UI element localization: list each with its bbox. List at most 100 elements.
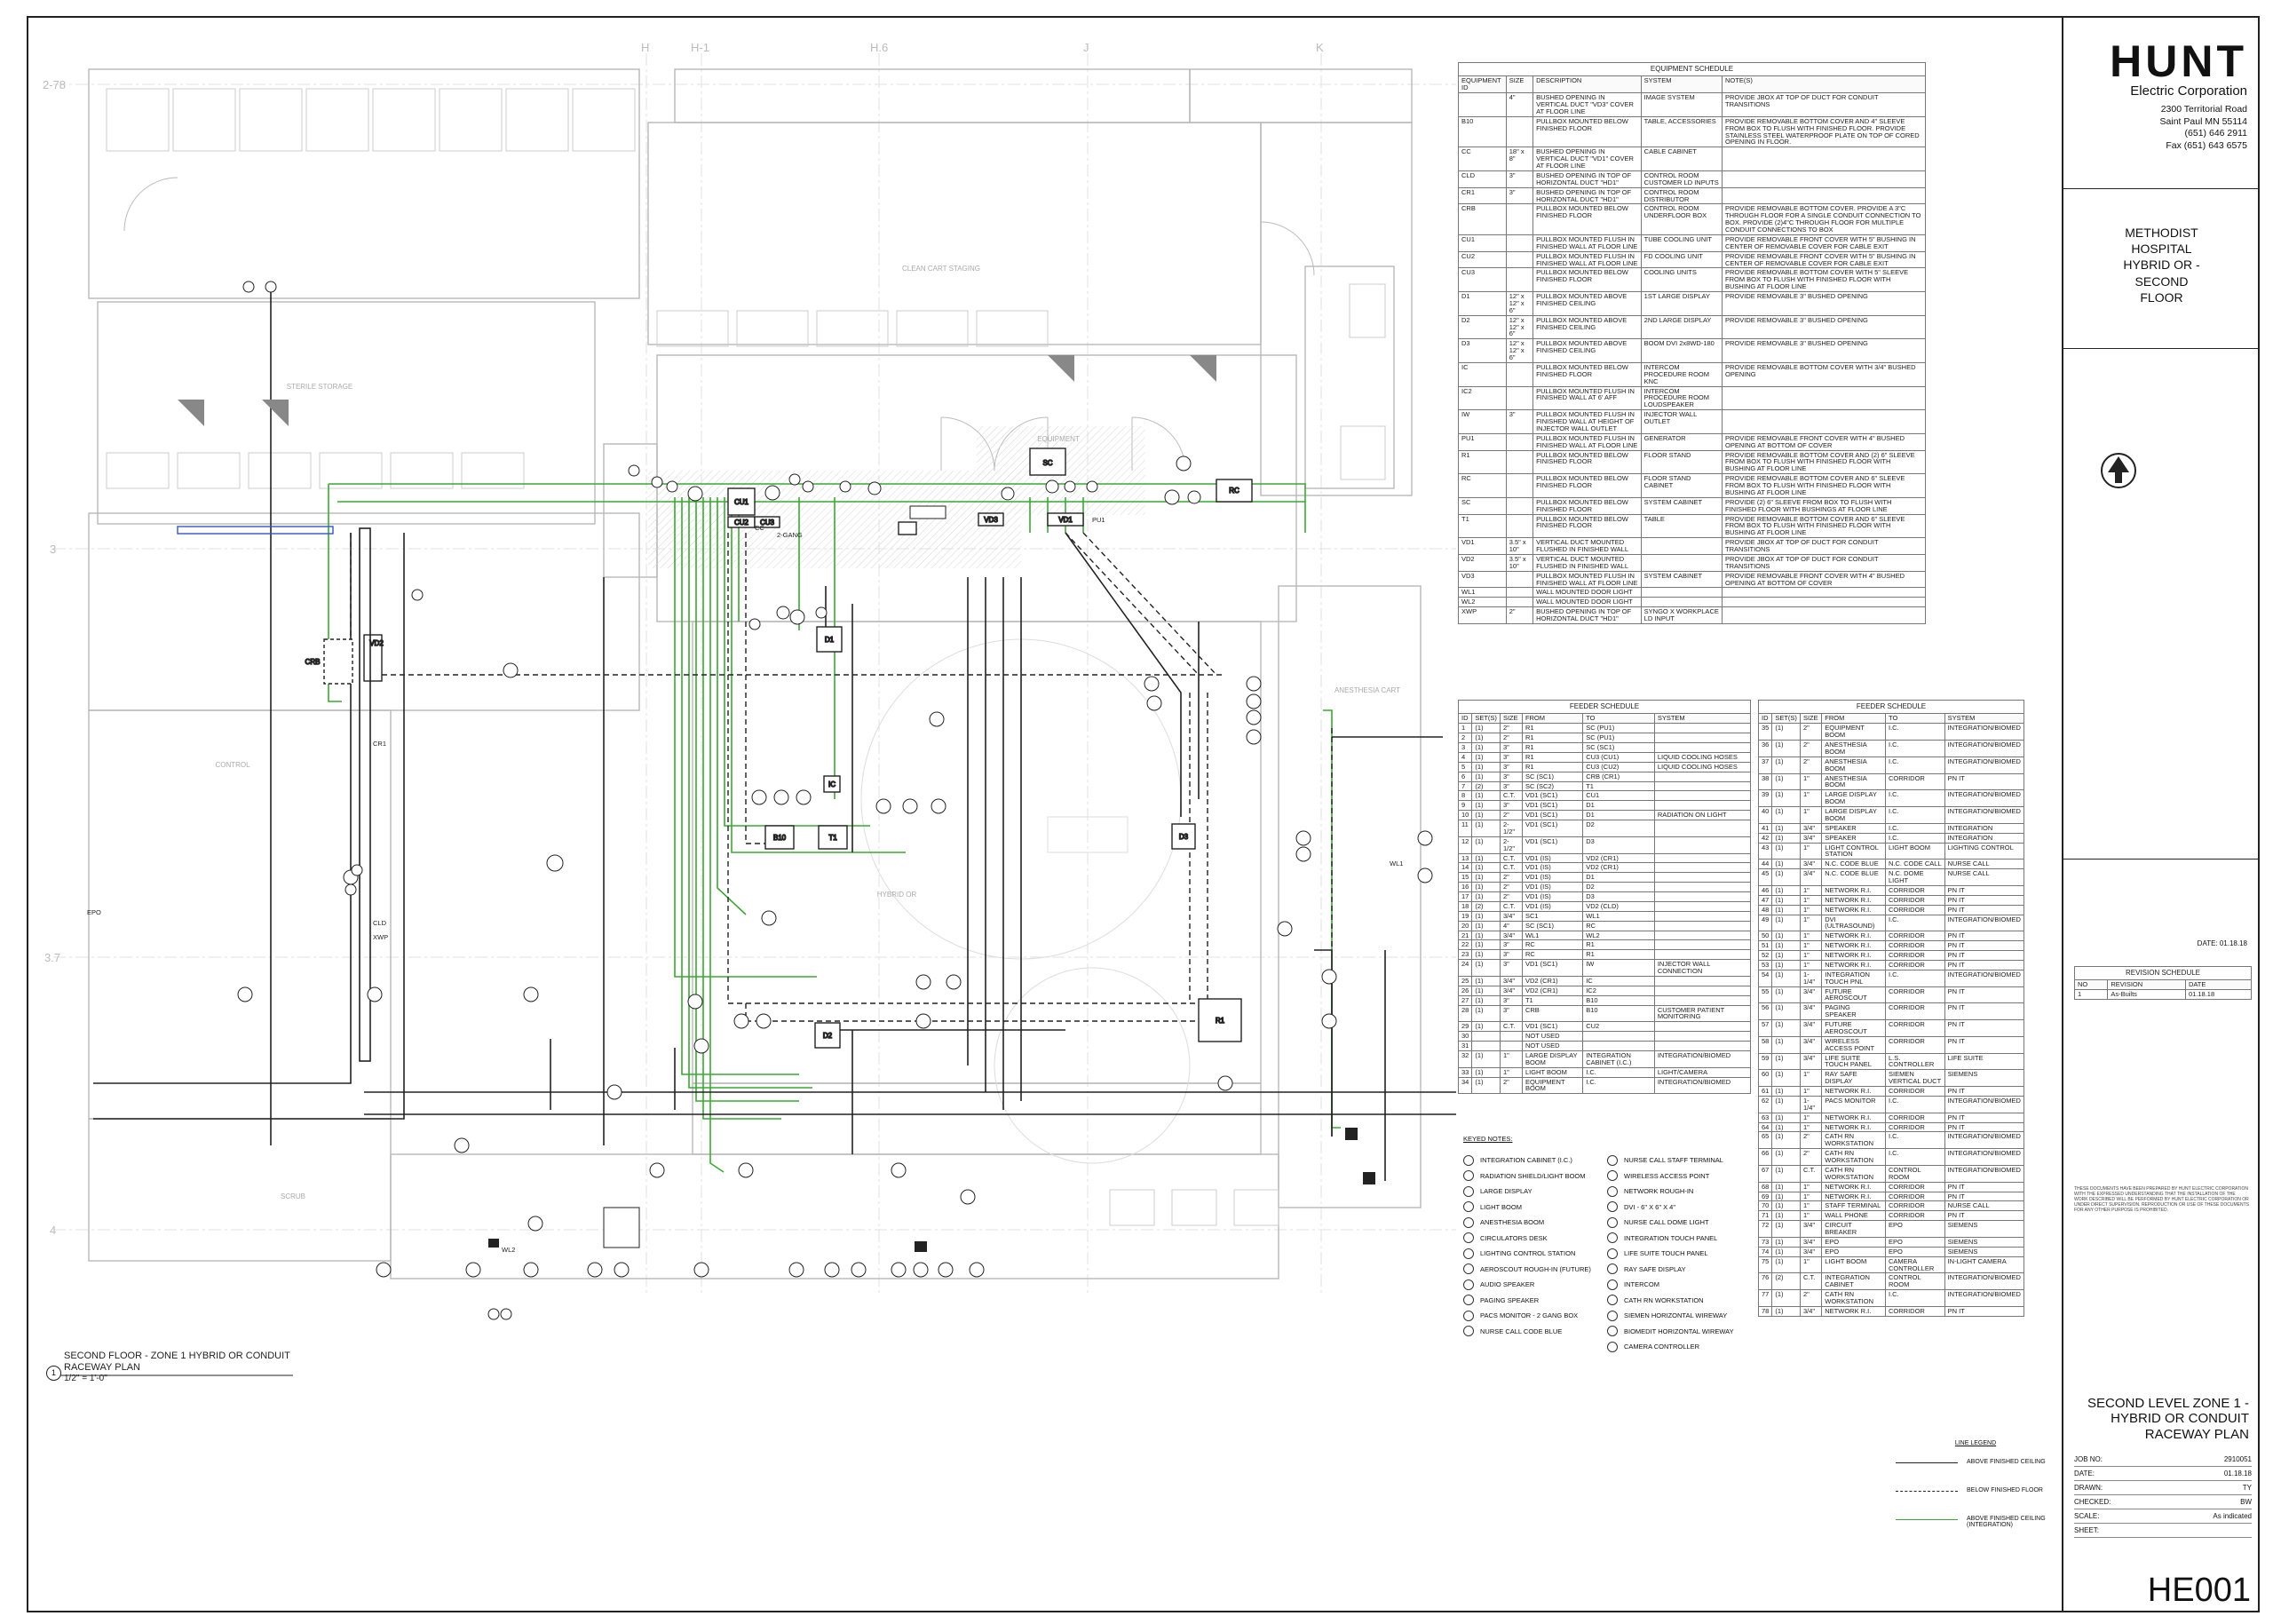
feeder-a-cell: B10 <box>1582 994 1655 1006</box>
grid-col-h: H <box>641 41 649 54</box>
company-logo: HUNT Electric Corporation 2300 Territori… <box>2063 16 2260 189</box>
feeder-a-cell: (1) <box>1471 949 1501 961</box>
keyed-note-bubble-icon <box>1463 1154 1474 1166</box>
feeder-a-cell: VD2 (CR1) <box>1521 985 1584 996</box>
keyed-note-text: PACS MONITOR - 2 GANG BOX <box>1480 1311 1579 1320</box>
feeder-b-cell: PN IT <box>1944 884 2025 896</box>
feeder-b-cell: 3/4" <box>1799 1220 1823 1238</box>
feeder-b-cell: 1" <box>1799 806 1823 824</box>
feeder-a-cell: (1) <box>1471 1066 1501 1078</box>
feeder-b-cell: (1) <box>1771 904 1801 915</box>
feeder-b-cell: (1) <box>1771 789 1801 808</box>
equipment-cell: TUBE COOLING UNIT <box>1640 234 1723 252</box>
feeder-b-cell: I.C. <box>1885 1148 1945 1166</box>
feeder-a-cell: (1) <box>1471 1076 1501 1095</box>
feeder-b-cell: 3/4" <box>1799 1019 1823 1037</box>
feeder-b-cell: 1" <box>1799 940 1823 952</box>
feeder-b-cell: N.C. CODE BLUE <box>1821 868 1886 886</box>
feeder-b-cell: I.C. <box>1885 822 1945 834</box>
equipment-cell <box>1722 170 1926 188</box>
feeder-a-cell: CU3 (CU2) <box>1582 761 1655 772</box>
feeder-b-cell: N.C. CODE CALL <box>1885 859 1945 870</box>
feeder-b-cell: CATH RN WORKSTATION <box>1821 1148 1886 1166</box>
label-rc: RC <box>1229 487 1239 495</box>
feeder-b-cell: EPO <box>1821 1246 1886 1257</box>
grid-labels: H H-1 H.6 J K 2-78 3 3.7 4 <box>43 41 1324 1237</box>
keyed-note-bubble-icon <box>1607 1216 1618 1228</box>
feeder-a-cell: SC (SC1) <box>1521 771 1584 782</box>
keyed-note-text: NETWORK ROUGH-IN <box>1624 1187 1694 1196</box>
feeder-a-cell <box>1471 1041 1501 1051</box>
equipment-cell <box>1505 449 1534 475</box>
company-phone: (651) 646 2911 <box>2184 128 2247 139</box>
feeder-a-row: 8(1)C.T.VD1 (SC1)CU1 <box>1457 790 1752 802</box>
keyed-note-item: AEROSCOUT ROUGH-IN (FUTURE) <box>1463 1262 1641 1278</box>
feeder-b-cell: INTEGRATION/BIOMED <box>1944 1164 2025 1183</box>
feeder-a-cell: LARGE DISPLAY BOOM <box>1521 1050 1584 1068</box>
feeder-b-cell: ANESTHESIA BOOM <box>1821 740 1886 757</box>
feeder-a-cell: (1) <box>1471 1004 1501 1023</box>
plan-bubbles <box>237 281 1433 1320</box>
feeder-a-col-header: TO <box>1582 713 1655 725</box>
feeder-b-cell: 41 <box>1757 822 1773 834</box>
feeder-b-cell: 1" <box>1799 1200 1823 1212</box>
feeder-b-cell: (1) <box>1771 1131 1801 1150</box>
feeder-a-cell: CU1 <box>1582 790 1655 802</box>
feeder-a-cell <box>1653 939 1752 951</box>
feeder-a-cell: (1) <box>1471 882 1501 893</box>
feeder-b-cell: (1) <box>1771 740 1801 757</box>
room-equipment: EQUIPMENT <box>1037 435 1080 443</box>
feeder-a-cell: 6 <box>1457 771 1473 782</box>
feeder-b-cell: 1-1/4" <box>1799 1095 1823 1113</box>
feeder-b-cell: EPO <box>1885 1236 1945 1248</box>
grid-col-h1: H-1 <box>691 41 709 54</box>
equipment-cell: INJECTOR WALL OUTLET <box>1640 409 1723 434</box>
feeder-b-cell: I.C. <box>1885 789 1945 808</box>
feeder-b-cell: SPEAKER <box>1821 822 1886 834</box>
equipment-cell: D2 <box>1458 314 1507 340</box>
feeder-b-cell: PN IT <box>1944 931 2025 942</box>
keyed-note-item: PAGING SPEAKER <box>1463 1293 1641 1309</box>
feeder-b-cell: (1) <box>1771 832 1801 844</box>
meta-label: SCALE: <box>2074 1512 2100 1520</box>
feeder-a-cell: (1) <box>1471 836 1501 854</box>
feeder-a-cell <box>1499 1041 1523 1051</box>
feeder-a-cell: (1) <box>1471 939 1501 951</box>
feeder-a-cell: (1) <box>1471 723 1501 734</box>
keyed-note-bubble-icon <box>1463 1185 1474 1197</box>
feeder-b-cell: INTEGRATION/BIOMED <box>1944 1131 2025 1150</box>
equipment-cell <box>1722 409 1926 434</box>
feeder-a-cell: 3" <box>1499 771 1523 782</box>
feeder-b-cell: LIGHT BOOM <box>1821 1256 1886 1274</box>
feeder-a-cell: VD2 (CR1) <box>1521 975 1584 986</box>
equipment-cell: XWP <box>1458 606 1507 624</box>
feeder-a-row: 9(1)3"VD1 (SC1)D1 <box>1457 800 1752 812</box>
equipment-cell: D1 <box>1458 291 1507 316</box>
equipment-cell <box>1505 432 1534 451</box>
revision-col-header: NO <box>2073 979 2109 991</box>
feeder-a-row: 16(1)2"VD1 (IS)D2 <box>1457 882 1752 893</box>
feeder-a-cell <box>1653 862 1752 874</box>
equipment-cell <box>1722 186 1926 205</box>
feeder-b-cell: LARGE DISPLAY BOOM <box>1821 789 1886 808</box>
feeder-a-cell <box>1653 723 1752 734</box>
keyed-note-text: BIOMEDIT HORIZONTAL WIREWAY <box>1624 1327 1734 1335</box>
feeder-a-cell: (1) <box>1471 751 1501 763</box>
feeder-a-cell <box>1653 733 1752 744</box>
feeder-b-cell: PN IT <box>1944 1305 2025 1317</box>
feeder-a-cell: RC <box>1582 920 1655 931</box>
feeder-a-row: 14(1)C.T.VD1 (IS)VD2 (CR1) <box>1457 862 1752 874</box>
equipment-cell: PULLBOX MOUNTED BELOW FINISHED FLOOR <box>1532 449 1642 475</box>
